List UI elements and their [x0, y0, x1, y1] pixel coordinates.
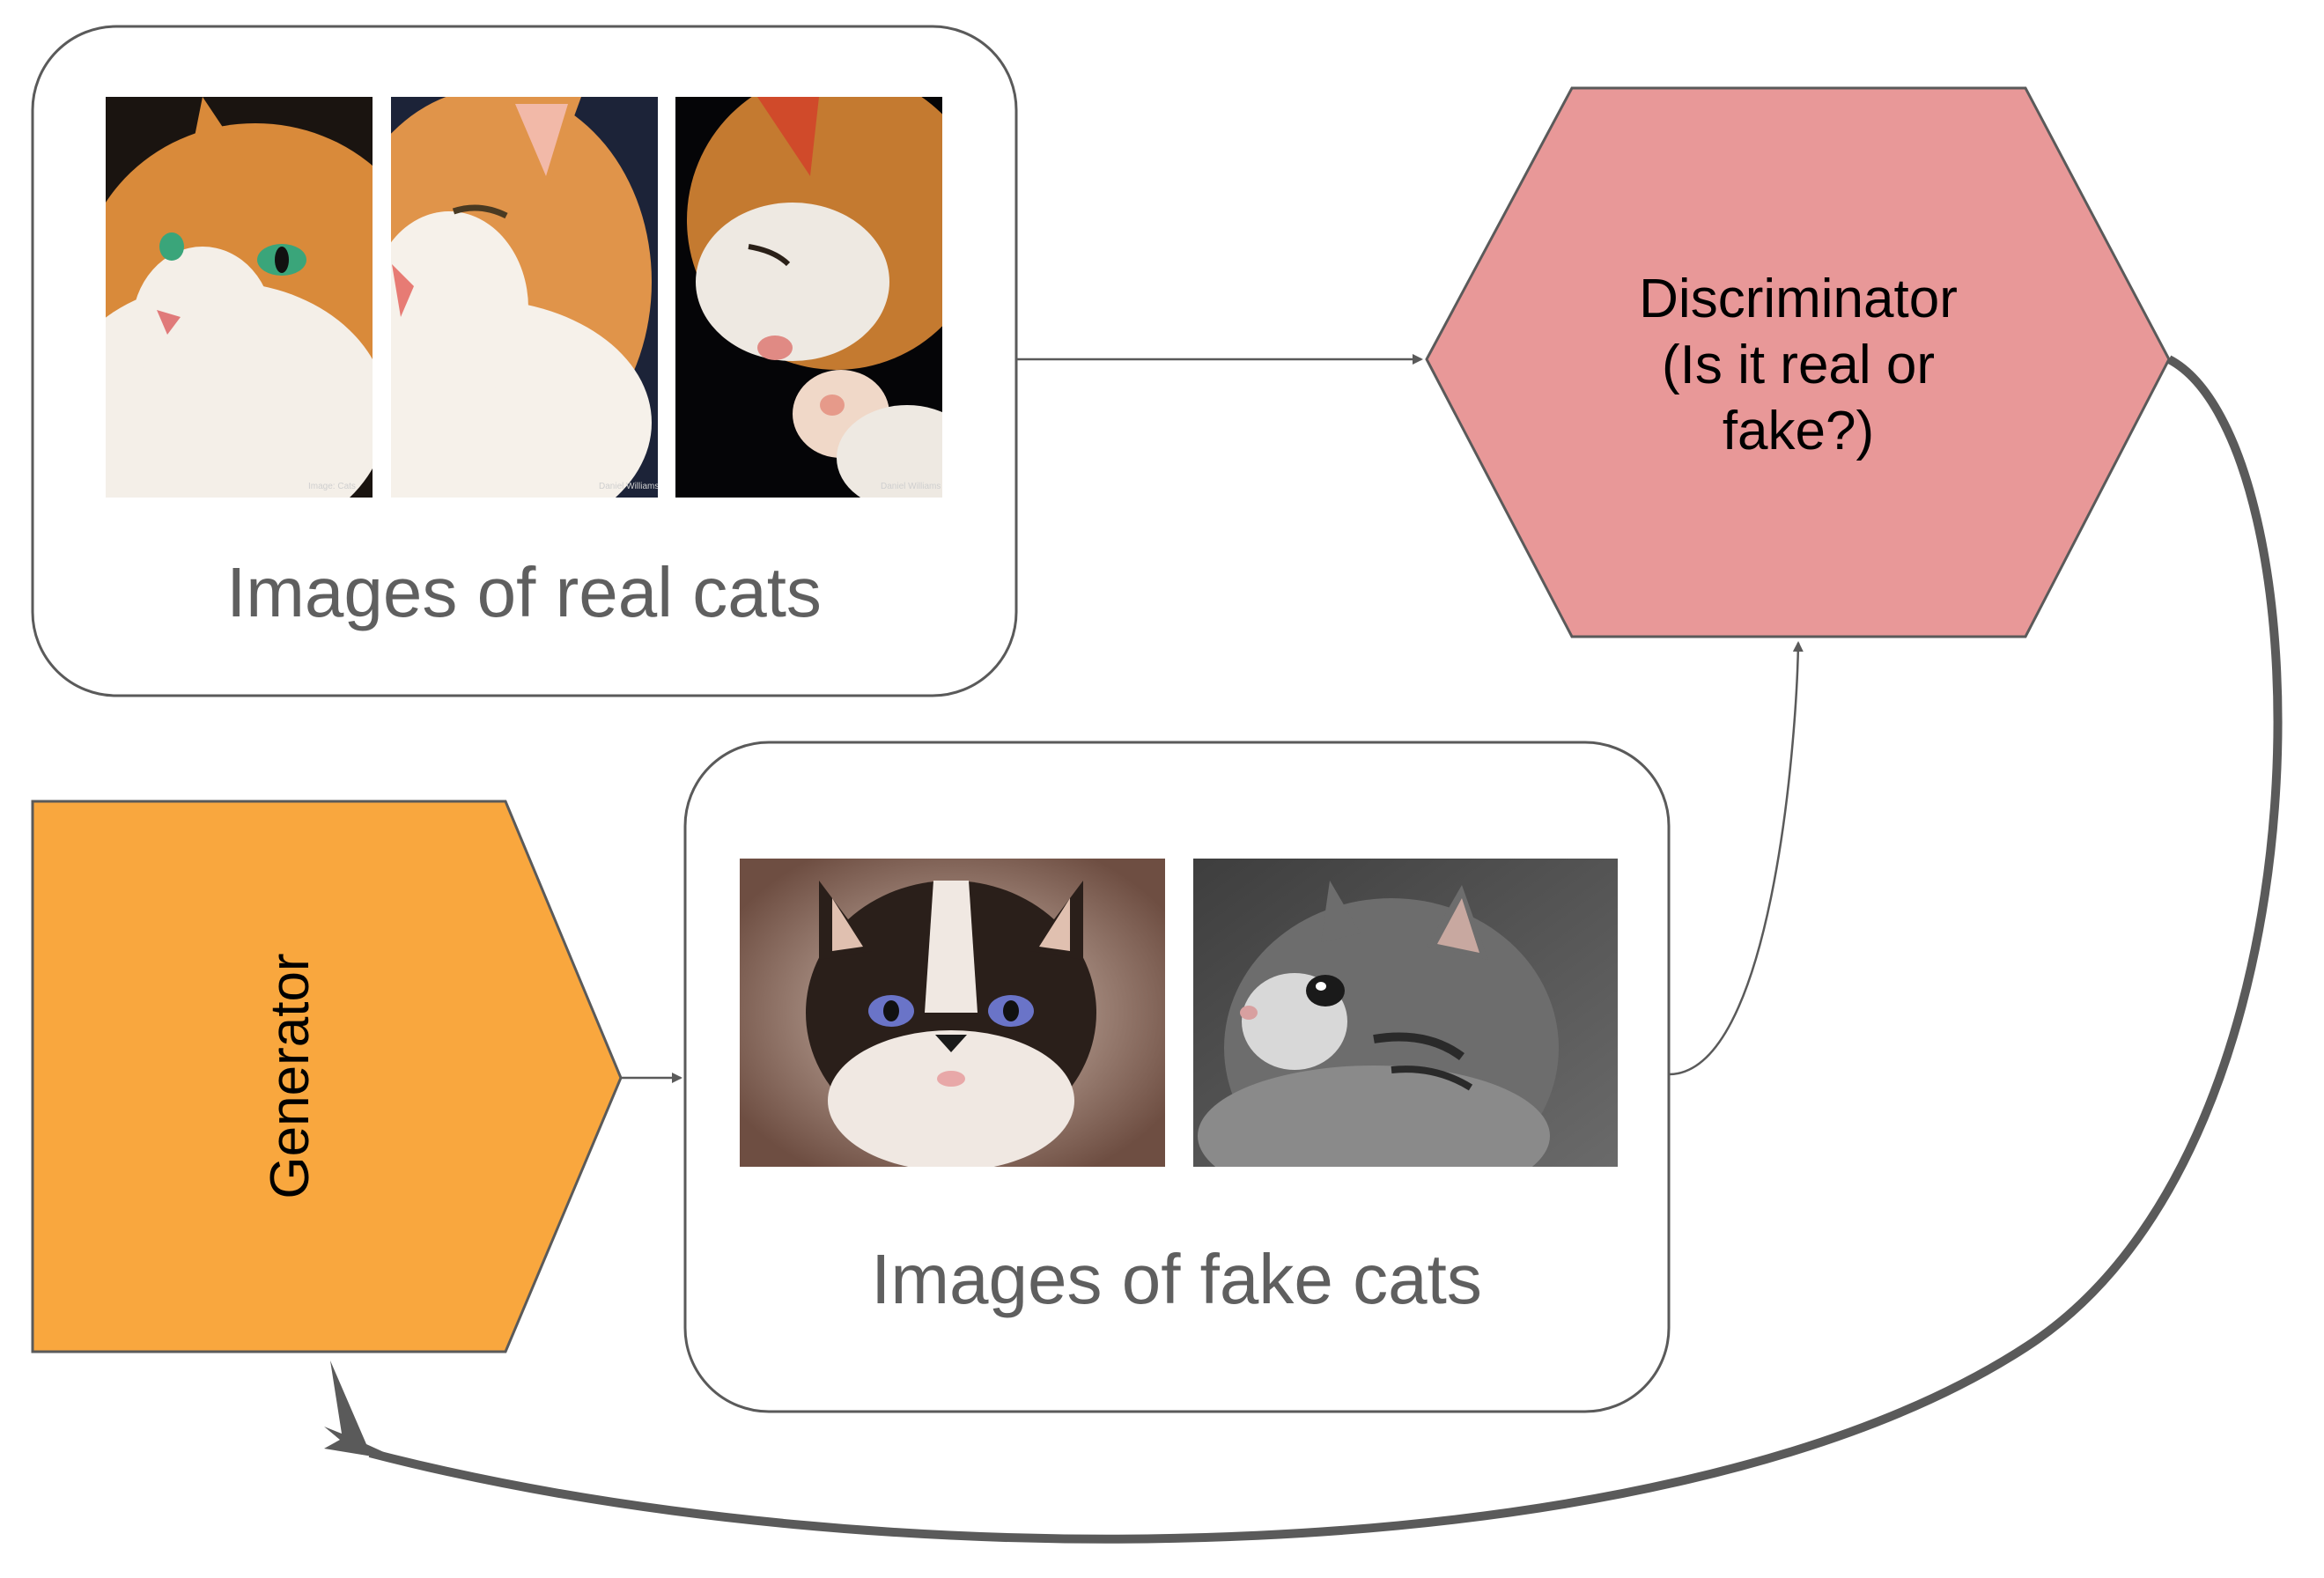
fake-cat-photo-1: [740, 859, 1165, 1167]
generator-label: Generator: [260, 953, 321, 1198]
svg-text:Image: Cats: Image: Cats: [308, 482, 356, 491]
discriminator-title: Discriminator: [1639, 269, 1958, 329]
arrow-fake-to-discriminator: [1668, 641, 1804, 1076]
real-cats-panel: Image: Cats Daniel Williams Daniel Wi: [31, 25, 1018, 697]
svg-text:Daniel Williams: Daniel Williams: [881, 482, 941, 491]
real-cat-photo-1: Image: Cats: [106, 97, 373, 498]
feedback-arrowhead: [324, 1360, 405, 1462]
real-cat-photo-3: Daniel Williams: [675, 97, 942, 498]
real-cat-photo-2: Daniel Williams: [391, 97, 659, 498]
fake-cats-panel: Images of fake cats: [683, 741, 1671, 1413]
fake-cat-photo-2: [1193, 859, 1618, 1167]
discriminator-question-line-2: fake?): [1723, 401, 1874, 461]
feedback-arrow-discriminator-to-generator: [368, 355, 2283, 1544]
svg-text:Daniel Williams: Daniel Williams: [599, 482, 659, 491]
fake-cats-caption: Images of fake cats: [871, 1240, 1482, 1318]
generator-pentagon: [31, 800, 623, 1353]
real-cats-caption: Images of real cats: [226, 553, 822, 631]
generator-node: Generator: [31, 800, 623, 1353]
discriminator-question-line-1: (Is it real or: [1662, 335, 1935, 395]
discriminator-node: Discriminator (Is it real or fake?): [1425, 86, 2171, 638]
